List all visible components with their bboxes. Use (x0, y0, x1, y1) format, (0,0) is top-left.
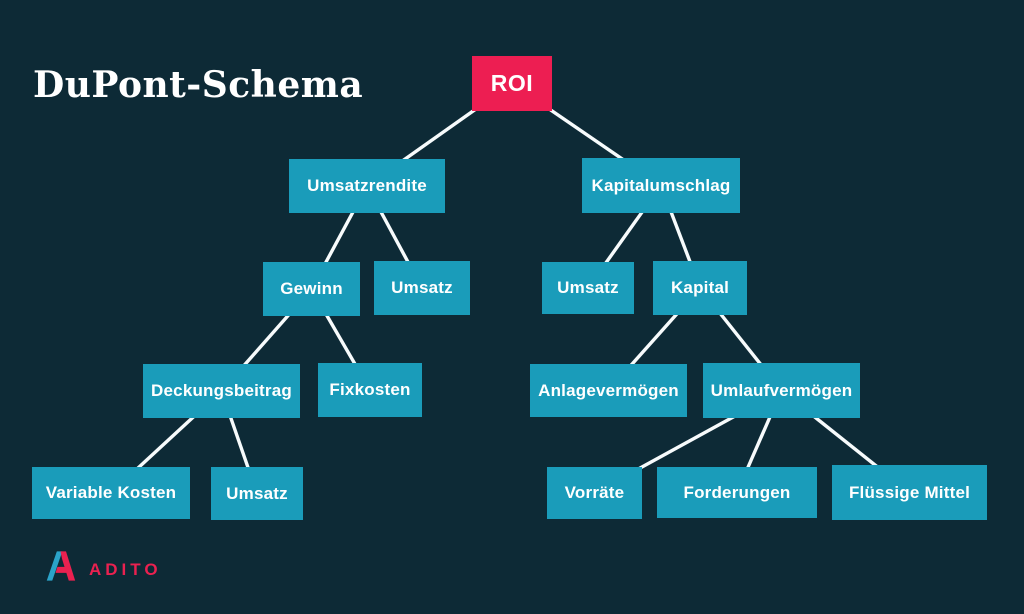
adito-logo: ADITO (44, 550, 162, 582)
node-kapital: Kapital (653, 261, 747, 315)
node-fluessige-mittel: Flüssige Mittel (832, 465, 987, 520)
node-variable-kosten: Variable Kosten (32, 467, 190, 519)
adito-wordmark: ADITO (89, 560, 162, 579)
node-roi: ROI (472, 56, 552, 111)
adito-logo-a-icon (46, 551, 76, 581)
page-title: DuPont-Schema (33, 64, 364, 107)
node-vorraete: Vorräte (547, 467, 642, 519)
node-deckungsbeitrag: Deckungsbeitrag (143, 364, 300, 418)
node-anlagevermoegen: Anlagevermögen (530, 364, 687, 417)
node-gewinn: Gewinn (263, 262, 360, 316)
node-umsatzrendite: Umsatzrendite (289, 159, 445, 213)
node-fixkosten: Fixkosten (318, 363, 422, 417)
node-umsatz-under-kapitalumschlag: Umsatz (542, 262, 634, 314)
node-umlaufvermoegen: Umlaufvermögen (703, 363, 860, 418)
node-umsatz-under-deckungsbeitrag: Umsatz (211, 467, 303, 520)
node-umsatz-under-umsatzrendite: Umsatz (374, 261, 470, 315)
node-kapitalumschlag: Kapitalumschlag (582, 158, 740, 213)
node-forderungen: Forderungen (657, 467, 817, 518)
